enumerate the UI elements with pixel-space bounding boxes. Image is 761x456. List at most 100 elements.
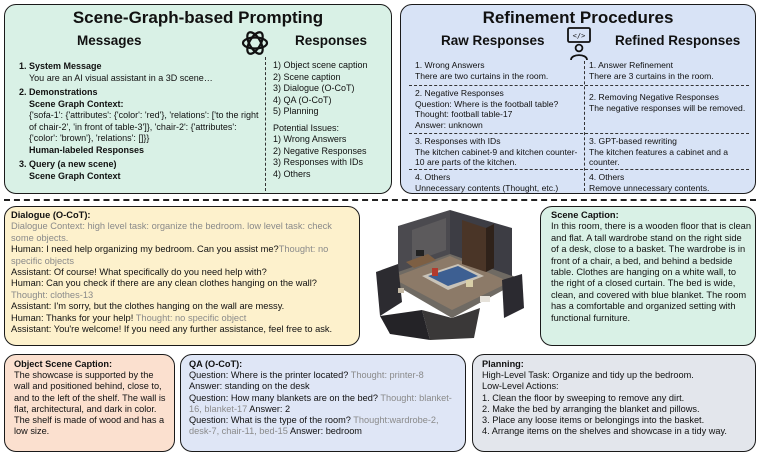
refined-heading: 2. Removing Negative Responses xyxy=(589,92,719,102)
refinement-panel: Refinement Procedures Raw Responses </> … xyxy=(400,4,756,194)
qa-panel: QA (O-CoT): Question: Where is the print… xyxy=(180,354,466,452)
turn-thought: Thought: clothes-13 xyxy=(11,289,94,300)
messages-column: 1. System Message You are an AI visual a… xyxy=(19,61,263,182)
prompting-panel: Scene-Graph-based Prompting Messages Res… xyxy=(4,4,392,194)
query-context: Scene Graph Context xyxy=(29,170,121,181)
human-labeled-label: Human-labeled Responses xyxy=(29,144,145,155)
planning-step: 2. Make the bed by arranging the blanket… xyxy=(482,403,700,414)
dialogue-panel: Dialogue (O-CoT): Dialogue Context: high… xyxy=(4,206,360,346)
qa-question: Question: How many blankets are on the b… xyxy=(189,393,463,415)
planning-step: 3. Place any loose items or belongings i… xyxy=(482,415,705,426)
response-item: 3) Dialogue (O-CoT) xyxy=(273,83,355,93)
issue-item: 3) Responses with IDs xyxy=(273,157,364,167)
question-thought: Thought: printer-8 xyxy=(350,370,424,381)
planning-step: 4. Arrange items on the shelves and show… xyxy=(482,426,727,437)
scene-caption-panel: Scene Caption: In this room, there is a … xyxy=(540,206,756,346)
question-text: Question: Where is the printer located? xyxy=(189,370,349,381)
system-heading: 1. System Message xyxy=(19,61,102,71)
qa-title: QA (O-CoT): xyxy=(189,359,243,369)
raw-heading: 3. Responses with IDs xyxy=(415,136,501,146)
dialogue-turn: Human: Can you check if there are any cl… xyxy=(11,278,317,289)
raw-response-1: 1. Wrong Answers There are two curtains … xyxy=(415,60,581,81)
openai-logo-icon xyxy=(241,31,269,55)
turn-thought: Thought: no specific object xyxy=(135,312,247,323)
demo-heading: 2. Demonstrations xyxy=(19,87,98,97)
person-at-monitor-icon: </> xyxy=(567,27,591,61)
object-caption-title: Object Scene Caption: xyxy=(14,359,113,369)
raw-response-2: 2. Negative Responses Question: Where is… xyxy=(415,88,581,130)
planning-panel: Planning: High-Level Task: Organize and … xyxy=(472,354,756,452)
raw-text: The kitchen cabinet-9 and kitchen counte… xyxy=(415,146,578,168)
qa-answer: Answer: standing on the desk xyxy=(189,381,310,392)
refined-response-2: 2. Removing Negative Responses The negat… xyxy=(589,92,751,113)
refined-responses-header: Refined Responses xyxy=(615,33,741,48)
qa-answer: Answer: bedroom xyxy=(289,426,362,437)
raw-text: Thought: football table-17 xyxy=(415,109,513,120)
scene-caption-text: In this room, there is a wooden floor th… xyxy=(551,221,751,323)
refinement-title: Refinement Procedures xyxy=(482,8,674,27)
row-divider xyxy=(409,133,749,134)
planning-low-level-label: Low-Level Actions: xyxy=(482,381,559,392)
raw-text: Answer: unknown xyxy=(415,119,483,130)
issue-item: 2) Negative Responses xyxy=(273,145,367,156)
prompting-divider xyxy=(265,57,266,191)
messages-header: Messages xyxy=(77,33,142,48)
dialogue-turn: Assistant: You're welcome! If you need a… xyxy=(11,324,333,335)
raw-text: Unnecessary contents (Thought, etc.) xyxy=(415,182,559,193)
row-divider xyxy=(409,169,749,170)
object-caption-text: The showcase is supported by the wall an… xyxy=(14,370,166,437)
svg-text:</>: </> xyxy=(573,32,586,40)
issues-heading: Potential Issues: xyxy=(273,122,340,133)
dialogue-context: Dialogue Context: high level task: organ… xyxy=(11,221,332,243)
raw-heading: 1. Wrong Answers xyxy=(415,60,485,70)
response-item: 4) QA (O-CoT) xyxy=(273,94,332,105)
scene-graph-context-label: Scene Graph Context: xyxy=(29,98,124,109)
question-thought: Thought:wardrobe-2, desk-7, chair-11, be… xyxy=(189,415,439,437)
refined-text: Remove unnecessary contents. xyxy=(589,182,710,193)
responses-column: 1) Object scene caption 2) Scene caption… xyxy=(273,60,389,180)
qa-question: Question: What is the type of the room? … xyxy=(189,415,463,437)
raw-response-4: 4. Others Unnecessary contents (Thought,… xyxy=(415,172,581,193)
raw-text: Question: Where is the football table? xyxy=(415,98,559,109)
prompting-title: Scene-Graph-based Prompting xyxy=(72,8,324,27)
raw-heading: 4. Others xyxy=(415,172,451,182)
response-item: 2) Scene caption xyxy=(273,71,341,82)
object-caption-panel: Object Scene Caption: The showcase is su… xyxy=(4,354,175,452)
refinement-vertical-divider xyxy=(584,61,585,191)
section-separator xyxy=(4,199,756,201)
raw-heading: 2. Negative Responses xyxy=(415,88,504,98)
dialogue-title: Dialogue (O-CoT): xyxy=(11,210,91,220)
qa-answer: Answer: 2 xyxy=(249,403,291,414)
question-thought: Thought: blanket-16, blanket-17 xyxy=(189,392,452,414)
response-item: 1) Object scene caption xyxy=(273,60,368,70)
dialogue-turn: Human: Thanks for your help! Thought: no… xyxy=(11,313,357,324)
row-divider xyxy=(409,85,749,86)
qa-question: Question: Where is the printer located? … xyxy=(189,370,463,381)
dialogue-turn: Assistant: Of course! What specifically … xyxy=(11,267,267,278)
dialogue-turn: Assistant: I'm sorry, but the clothes ha… xyxy=(11,301,285,312)
planning-step: 1. Clean the floor by sweeping to remove… xyxy=(482,392,685,403)
scene-caption-title: Scene Caption: xyxy=(551,210,619,220)
issue-item: 1) Wrong Answers xyxy=(273,134,347,144)
refined-response-1: 1. Answer Refinement There are 3 curtain… xyxy=(589,60,751,81)
refined-heading: 4. Others xyxy=(589,172,625,182)
refined-heading: 3. GPT-based rewriting xyxy=(589,136,677,146)
responses-header: Responses xyxy=(295,33,368,48)
refined-text: The kitchen features a cabinet and a cou… xyxy=(589,146,729,168)
refined-response-3: 3. GPT-based rewriting The kitchen featu… xyxy=(589,136,751,168)
turn-text: Human: Thanks for your help! xyxy=(11,312,134,323)
raw-response-3: 3. Responses with IDs The kitchen cabine… xyxy=(415,136,581,168)
refined-text: There are 3 curtains in the room. xyxy=(589,70,714,81)
raw-text: There are two curtains in the room. xyxy=(415,70,549,81)
dialogue-turn: Human: I need help organizing my bedroom… xyxy=(11,244,357,267)
turn-text: Human: I need help organizing my bedroom… xyxy=(11,244,279,255)
planning-title: Planning: xyxy=(482,359,524,369)
refined-heading: 1. Answer Refinement xyxy=(589,60,674,70)
refined-response-4: 4. Others Remove unnecessary contents. xyxy=(589,172,751,193)
turn-thought: Thought: no specific objects xyxy=(11,244,329,266)
issue-item: 4) Others xyxy=(273,168,311,179)
raw-responses-header: Raw Responses xyxy=(441,33,545,48)
question-text: Question: What is the type of the room? xyxy=(189,415,351,426)
refined-text: The negative responses will be removed. xyxy=(589,102,746,113)
query-heading: 3. Query (a new scene) xyxy=(19,159,117,169)
